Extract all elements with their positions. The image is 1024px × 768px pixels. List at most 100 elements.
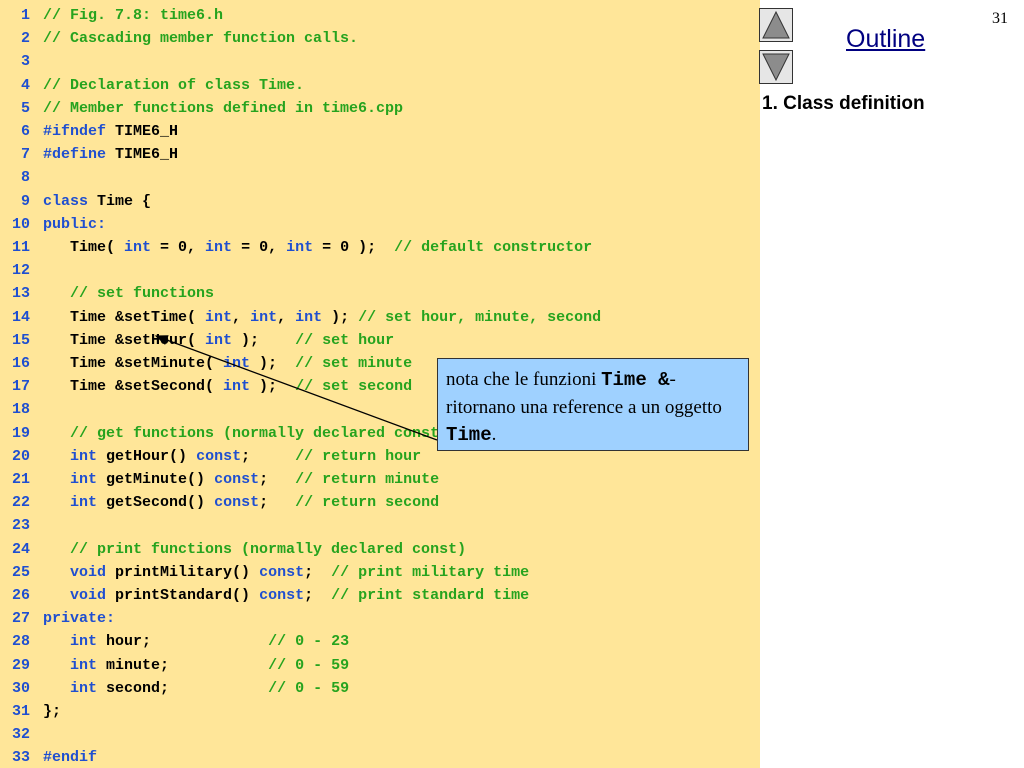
callout-note: nota che le funzioni Time &- ritornano u… xyxy=(437,358,749,451)
line-number: 17 xyxy=(11,378,30,396)
code-comment: // return hour xyxy=(295,447,422,465)
code-keyword: #endif xyxy=(43,749,98,767)
code-keyword: int xyxy=(124,239,152,256)
callout-code-1: Time & xyxy=(601,369,670,391)
code-text: Time &setMinute( int ); // set minute xyxy=(43,352,412,375)
code-token: ); xyxy=(250,378,296,396)
line-number: 25 xyxy=(11,563,30,581)
code-token: getHour() xyxy=(97,447,197,465)
code-keyword: int xyxy=(223,355,251,372)
code-token: Time { xyxy=(88,192,152,210)
code-token xyxy=(43,633,70,650)
code-token: getMinute() xyxy=(97,471,215,488)
line-number: 7 xyxy=(20,146,30,164)
code-text: public: xyxy=(43,213,106,236)
code-keyword: const xyxy=(214,471,260,488)
code-comment: // 0 - 59 xyxy=(268,656,350,674)
code-keyword: const xyxy=(196,447,242,465)
line-number: 3 xyxy=(20,53,30,71)
line-number: 6 xyxy=(20,123,30,140)
code-token: ; xyxy=(304,563,332,581)
line-number: 31 xyxy=(11,703,30,720)
code-keyword: const xyxy=(214,494,260,512)
line-number: 12 xyxy=(11,262,30,280)
code-token: Time &setHour( xyxy=(43,331,206,349)
code-comment: // set minute xyxy=(295,355,413,372)
code-keyword: const xyxy=(259,563,305,581)
line-number: 18 xyxy=(11,401,30,419)
code-text: class Time { xyxy=(43,190,151,213)
code-text: private: xyxy=(43,607,115,630)
code-text: int getMinute() const; // return minute xyxy=(43,468,439,491)
code-keyword: int xyxy=(70,633,98,651)
code-token: }; xyxy=(43,703,62,720)
code-text: // Declaration of class Time. xyxy=(43,74,304,97)
code-token: TIME6_H xyxy=(106,146,179,164)
code-token: Time &setMinute( xyxy=(43,355,224,372)
code-token: ); xyxy=(322,308,359,326)
triangle-up-icon xyxy=(762,10,790,39)
code-text: // Fig. 7.8: time6.h xyxy=(43,4,223,27)
code-token: , xyxy=(232,308,251,326)
section-label: 1. Class definition xyxy=(762,93,925,114)
code-token: printMilitary() xyxy=(106,563,260,581)
code-text: // print functions (normally declared co… xyxy=(43,538,466,561)
line-number: 24 xyxy=(11,540,30,558)
code-token: Time &setTime( xyxy=(43,308,206,326)
code-keyword: const xyxy=(259,587,305,604)
code-token xyxy=(43,448,70,465)
code-text: // get functions (normally declared cons… xyxy=(43,422,448,445)
line-number: 1 xyxy=(20,7,30,24)
line-number: 26 xyxy=(11,587,30,604)
code-comment: // return minute xyxy=(295,471,440,488)
code-comment: // set hour, minute, second xyxy=(358,308,602,326)
line-number: 21 xyxy=(11,471,30,488)
callout-code-2: Time xyxy=(446,424,492,446)
code-text: void printStandard() const; // print sta… xyxy=(43,584,529,607)
line-number: 30 xyxy=(11,679,30,697)
code-keyword: void xyxy=(70,587,107,604)
line-number: 33 xyxy=(11,749,30,767)
code-keyword: void xyxy=(70,563,107,581)
code-comment: // print military time xyxy=(331,563,530,581)
line-number: 15 xyxy=(11,331,30,349)
code-text: void printMilitary() const; // print mil… xyxy=(43,561,529,584)
code-comment: // print functions (normally declared co… xyxy=(43,540,467,558)
code-comment: // Cascading member function calls. xyxy=(43,30,359,48)
code-text: }; xyxy=(43,700,61,723)
next-slide-button[interactable] xyxy=(759,50,793,84)
code-text: int getHour() const; // return hour xyxy=(43,445,421,468)
code-text: // set functions xyxy=(43,282,214,305)
code-text: #define TIME6_H xyxy=(43,143,178,166)
code-keyword: int xyxy=(205,331,233,349)
code-token xyxy=(43,657,70,674)
callout-text-3: . xyxy=(491,424,497,445)
code-token: ); xyxy=(250,355,296,372)
code-text: #endif xyxy=(43,746,97,768)
outline-link[interactable]: Outline xyxy=(846,25,926,53)
code-token: printStandard() xyxy=(106,587,260,604)
code-text: Time &setSecond( int ); // set second xyxy=(43,375,412,398)
code-text: int minute; // 0 - 59 xyxy=(43,654,349,677)
line-number: 2 xyxy=(20,30,30,48)
slide-number: 31 xyxy=(992,10,1008,27)
code-token xyxy=(43,494,70,511)
code-keyword: int xyxy=(205,308,233,326)
code-comment: // set hour xyxy=(295,331,395,349)
code-keyword: #ifndef xyxy=(43,123,107,140)
previous-slide-button[interactable] xyxy=(759,8,793,42)
code-text: int hour; // 0 - 23 xyxy=(43,630,349,653)
code-token: ; xyxy=(259,494,296,512)
line-number: 28 xyxy=(11,633,30,651)
code-comment: // default constructor xyxy=(394,239,593,256)
line-number: 16 xyxy=(11,355,30,372)
code-token: getSecond() xyxy=(97,494,215,512)
line-number: 32 xyxy=(11,726,30,744)
code-keyword: int xyxy=(70,494,98,512)
code-text: #ifndef TIME6_H xyxy=(43,120,178,143)
code-token: Time &setSecond( xyxy=(43,378,224,396)
code-token xyxy=(43,564,70,581)
code-token: = 0, xyxy=(232,239,287,256)
code-keyword: int xyxy=(70,679,98,697)
